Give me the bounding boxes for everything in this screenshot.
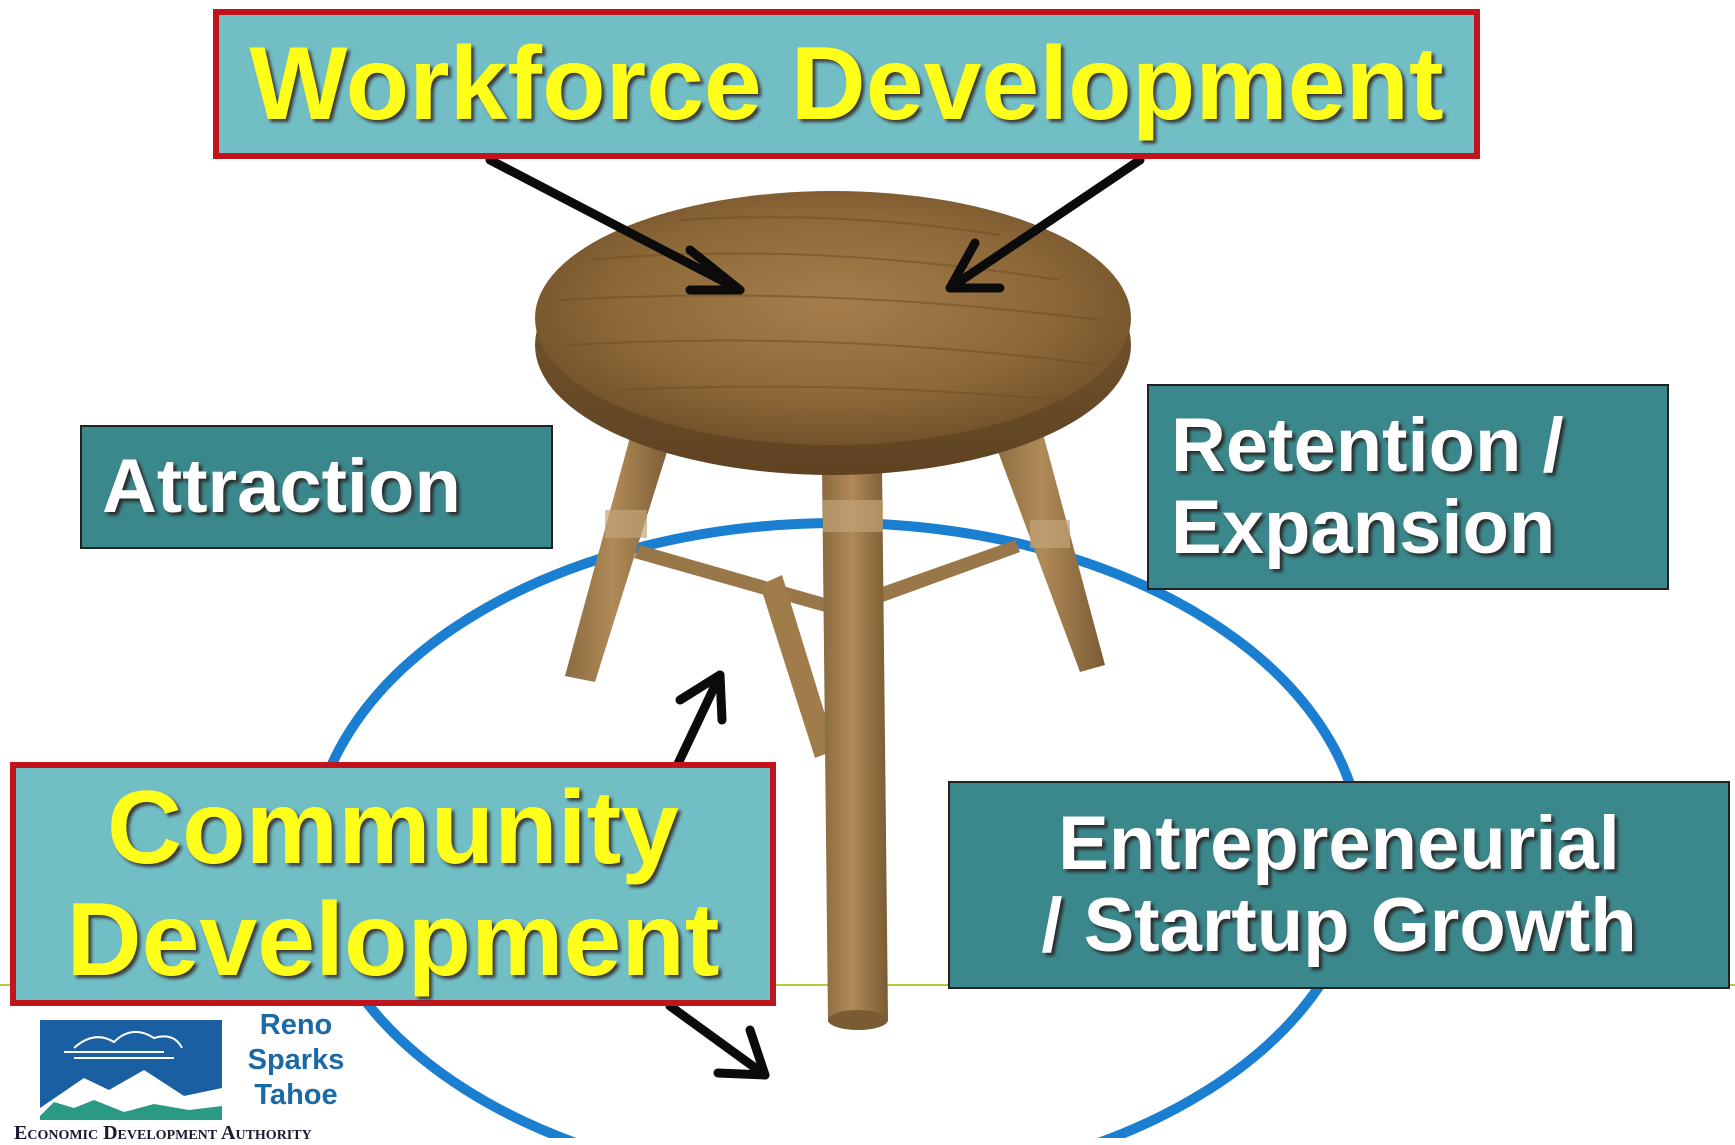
entrepreneurial-startup-box: Entrepreneurial / Startup Growth [948, 781, 1730, 989]
logo-tagline: Economic Development Authority [14, 1122, 312, 1144]
logo-word-reno: Reno [259, 1009, 333, 1041]
edawn-logo: Reno Sparks Tahoe Economic Development A… [14, 1008, 374, 1144]
retention-label-line-1: Retention / [1171, 402, 1564, 488]
logo-wordmark: Reno Sparks Tahoe [226, 1008, 366, 1113]
arrow-community-down [665, 1001, 770, 1080]
logo-word-sparks: Sparks [247, 1044, 345, 1076]
attraction-label: Attraction [102, 443, 461, 529]
logo-mountain-icon [40, 1020, 222, 1120]
stool-icon [535, 191, 1131, 1030]
community-label-line-2: Development [66, 882, 720, 998]
arrow-community-up [670, 670, 727, 775]
community-development-box: Community Development [10, 762, 776, 1006]
arrow-workforce-right [945, 155, 1145, 293]
entrepreneurial-label-line-1: Entrepreneurial [1058, 800, 1620, 886]
workforce-development-box: Workforce Development [213, 9, 1480, 159]
logo-word-tahoe: Tahoe [254, 1079, 338, 1111]
retention-label-line-2: Expansion [1171, 485, 1556, 570]
arrow-workforce-left [485, 155, 745, 295]
workforce-development-label: Workforce Development [249, 25, 1444, 142]
entrepreneurial-label-line-2: / Startup Growth [1041, 883, 1637, 968]
community-label-line-1: Community [107, 769, 679, 886]
attraction-box: Attraction [80, 425, 553, 549]
retention-expansion-box: Retention / Expansion [1147, 384, 1669, 590]
